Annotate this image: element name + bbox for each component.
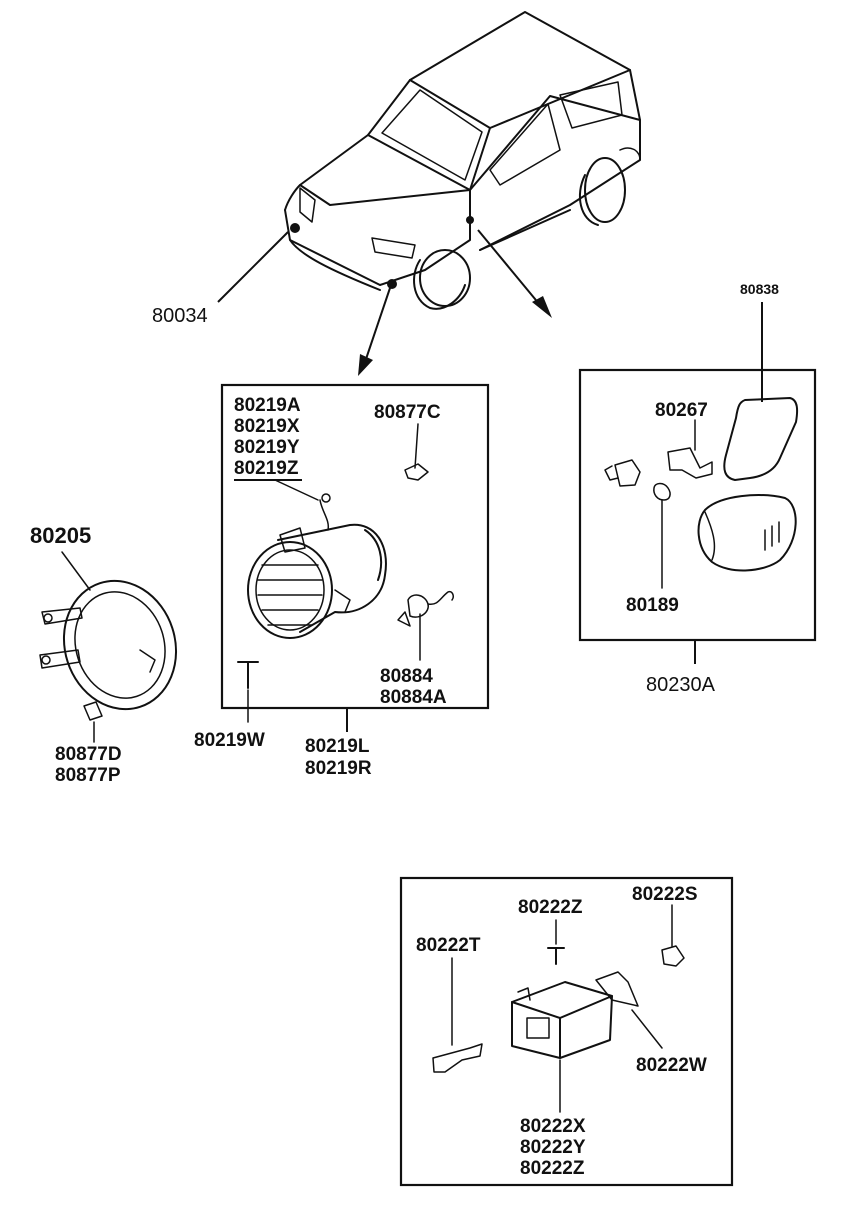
label-80877c: 80877C — [374, 402, 441, 423]
label-80219r: 80219R — [305, 758, 372, 779]
label-80877p: 80877P — [55, 765, 121, 786]
fog-lamp-drawing — [247, 493, 454, 639]
label-80222z: 80222Z — [520, 1158, 585, 1179]
label-80222x: 80222X — [520, 1116, 586, 1137]
label-80884a: 80884A — [380, 687, 447, 708]
vehicle-drawing — [284, 11, 641, 310]
label-80219x: 80219X — [234, 416, 300, 437]
label-80884: 80884 — [380, 666, 433, 687]
label-80222s: 80222S — [632, 884, 698, 905]
label-80222w: 80222W — [636, 1055, 707, 1076]
label-80230a: 80230A — [646, 674, 716, 696]
label-80219w: 80219W — [194, 730, 265, 751]
label-80219z: 80219Z — [234, 458, 299, 479]
fog-lamp-assy-labels: 80219A 80219X 80219Y 80219Z — [234, 395, 319, 501]
label-80189: 80189 — [626, 595, 679, 616]
label-80034: 80034 — [152, 305, 208, 327]
label-80219l: 80219L — [305, 736, 370, 757]
label-80219y: 80219Y — [234, 437, 300, 458]
fog-lamp-box — [220, 383, 490, 710]
bracket-drawing — [39, 579, 178, 721]
relay-box — [399, 876, 734, 1187]
label-80205: 80205 — [30, 523, 91, 548]
label-80267: 80267 — [655, 400, 708, 421]
relay-drawing — [511, 971, 639, 1059]
label-80877d: 80877D — [55, 744, 122, 765]
side-marker-drawing — [604, 397, 799, 572]
label-80838: 80838 — [740, 281, 779, 297]
side-marker-box — [578, 368, 817, 642]
label-80222t: 80222T — [416, 935, 481, 956]
label-80219a: 80219A — [234, 395, 301, 416]
label-80222z-top: 80222Z — [518, 897, 583, 918]
label-80222y: 80222Y — [520, 1137, 586, 1158]
